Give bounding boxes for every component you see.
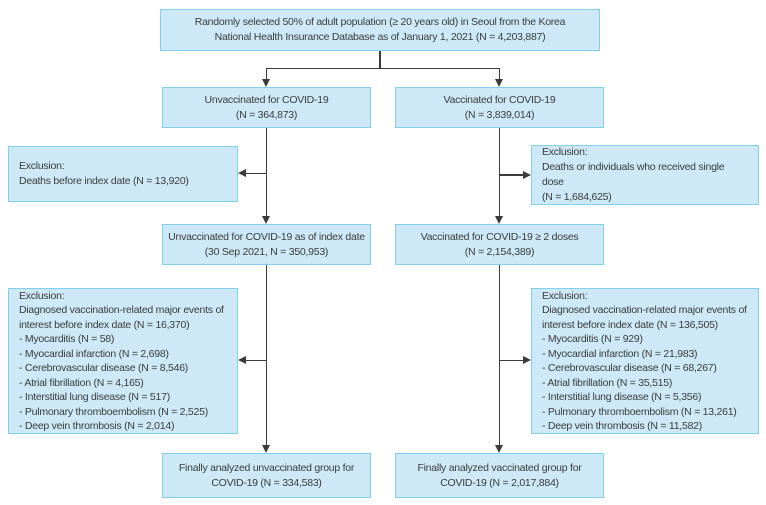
box-text-line: Vaccinated for COVID-19 — [443, 93, 556, 106]
final-vaccinated-box: Finally analyzed vaccinated group for CO… — [395, 453, 604, 498]
box-text-line: COVID-19 (N = 2,017,884) — [440, 476, 559, 489]
box-text-line: Exclusion: — [19, 160, 65, 172]
connector-unvaccinated-lower-line — [265, 265, 268, 445]
box-text-line: Deaths or individuals who received singl… — [542, 161, 725, 188]
box-text-line: - Interstitial lung disease (N = 517) — [19, 391, 170, 403]
arrowhead-down-unvaccinated-index-icon — [262, 216, 270, 224]
box-text-line: interest before index date (N = 16,370) — [19, 318, 190, 331]
box-text-line: - Atrial fibrillation (N = 35,515) — [542, 376, 673, 389]
connector-split-line — [266, 67, 500, 70]
final-unvaccinated-box: Finally analyzed unvaccinated group for … — [162, 453, 371, 498]
connector-exclusion-unvaccinated-1-line — [246, 172, 267, 175]
box-text-line: Diagnosed vaccination-related major even… — [19, 304, 224, 316]
connector-split-right-line — [498, 68, 501, 79]
box-text-line: Diagnosed vaccination-related major even… — [542, 304, 747, 316]
box-text-line: - Myocardial infarction (N = 2,698) — [19, 347, 169, 360]
connector-source-stub-line — [379, 51, 381, 68]
arrowhead-right-exclusion-vaccinated-2-icon — [523, 356, 531, 365]
box-text-line: - Myocarditis (N = 929) — [542, 333, 643, 345]
connector-exclusion-unvaccinated-2-line — [246, 360, 267, 362]
box-text-line: - Atrial fibrillation (N = 4,165) — [19, 376, 144, 389]
box-text-line: Exclusion: — [19, 289, 65, 302]
arrowhead-down-vaccinated-two-doses-icon — [495, 216, 503, 224]
arrowhead-down-vaccinated-icon — [495, 79, 503, 87]
box-text-line: Deaths before index date (N = 13,920) — [19, 175, 189, 187]
connector-vaccinated-lower-line — [498, 265, 501, 445]
connector-unvaccinated-mid-line — [265, 128, 268, 216]
vaccinated-two-doses-box: Vaccinated for COVID-19 ≥ 2 doses (N = 2… — [395, 224, 604, 265]
connector-exclusion-vaccinated-1-line — [499, 174, 524, 176]
arrowhead-left-exclusion-unvaccinated-1-icon — [238, 169, 246, 177]
box-text-line: - Cerebrovascular disease (N = 8,546) — [19, 362, 189, 374]
source-population-box: Randomly selected 50% of adult populatio… — [160, 9, 600, 51]
box-text-line: (30 Sep 2021, N = 350,953) — [204, 245, 329, 258]
arrowhead-down-final-vaccinated-icon — [495, 445, 503, 453]
box-text-line: Randomly selected 50% of adult populatio… — [194, 16, 566, 28]
box-text-line: (N = 3,839,014) — [464, 108, 535, 121]
box-text-line: Finally analyzed vaccinated group for — [417, 461, 582, 474]
box-text-line: interest before index date (N = 136,505) — [542, 318, 718, 331]
arrowhead-right-exclusion-vaccinated-1-icon — [523, 170, 531, 179]
box-text-line: - Myocarditis (N = 58) — [19, 333, 115, 345]
exclusion-events-vaccinated-box: Exclusion: Diagnosed vaccination-related… — [531, 288, 759, 434]
box-text-line: Unvaccinated for COVID-19 as of index da… — [168, 230, 365, 243]
box-text-line: - Myocardial infarction (N = 21,983) — [542, 347, 698, 360]
arrowhead-left-exclusion-unvaccinated-2-icon — [238, 356, 246, 365]
exclusion-events-unvaccinated-box: Exclusion: Diagnosed vaccination-related… — [8, 288, 238, 434]
exclusion-deaths-unvaccinated-box: Exclusion: Deaths before index date (N =… — [8, 146, 238, 202]
connector-vaccinated-mid-line — [498, 128, 501, 216]
box-text-line: - Pulmonary thromboembolism (N = 2,525) — [19, 405, 208, 418]
box-text-line: - Cerebrovascular disease (N = 68,267) — [542, 362, 717, 374]
unvaccinated-index-date-box: Unvaccinated for COVID-19 as of index da… — [162, 224, 371, 265]
box-text-line: National Health Insurance Database as of… — [214, 31, 546, 43]
vaccinated-box: Vaccinated for COVID-19 (N = 3,839,014) — [395, 87, 604, 128]
unvaccinated-box: Unvaccinated for COVID-19 (N = 364,873) — [162, 87, 371, 128]
connector-split-left-line — [265, 68, 268, 79]
exclusion-deaths-vaccinated-box: Exclusion: Deaths or individuals who rec… — [531, 145, 759, 205]
box-text-line: Finally analyzed unvaccinated group for — [178, 461, 355, 474]
connector-exclusion-vaccinated-2-line — [499, 360, 524, 362]
box-text-line: Exclusion: — [542, 146, 588, 158]
box-text-line: COVID-19 (N = 334,583) — [211, 476, 322, 489]
box-text-line: Exclusion: — [542, 289, 588, 302]
box-text-line: Unvaccinated for COVID-19 — [204, 93, 329, 106]
box-text-line: (N = 364,873) — [235, 108, 298, 121]
box-text-line: (N = 1,684,625) — [542, 191, 612, 203]
arrowhead-down-final-unvaccinated-icon — [262, 445, 270, 453]
box-text-line: (N = 2,154,389) — [464, 245, 535, 258]
box-text-line: - Pulmonary thromboembolism (N = 13,261) — [542, 405, 737, 418]
box-text-line: - Deep vein thrombosis (N = 2,014) — [19, 420, 175, 432]
box-text-line: - Deep vein thrombosis (N = 11,582) — [542, 420, 703, 432]
arrowhead-down-unvaccinated-icon — [262, 79, 270, 87]
box-text-line: Vaccinated for COVID-19 ≥ 2 doses — [420, 230, 579, 243]
box-text-line: - Interstitial lung disease (N = 5,356) — [542, 391, 702, 403]
